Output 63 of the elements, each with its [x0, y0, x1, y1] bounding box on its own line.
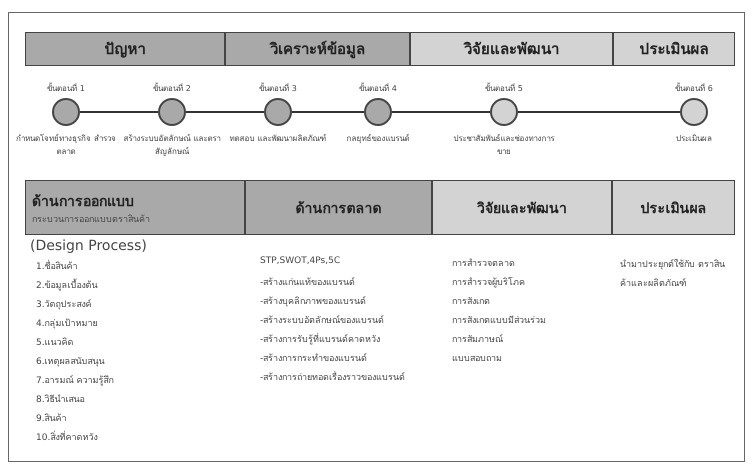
header-title: ด้านการตลาด	[296, 200, 382, 218]
header-title: ปัญหา	[104, 39, 146, 60]
header-subtitle: กระบวนการออกแบบตราสินค้า	[32, 214, 150, 226]
step-circle	[158, 98, 186, 126]
list-item: -สร้างระบบอัตลักษณ์ของแบรนด์	[260, 314, 384, 327]
list-item: 4.กลุ่มเป้าหมาย	[36, 318, 98, 330]
list-item: 6.เหตุผลสนับสนุน	[36, 356, 105, 368]
list-item: 7.อารมณ์ ความรู้สึก	[36, 374, 114, 387]
header-title: วิจัยและพัฒนา	[477, 200, 567, 218]
step-label: ขั้นตอนที่ 4	[358, 82, 398, 95]
column-header	[612, 180, 735, 235]
step-circle	[364, 98, 392, 126]
step-description: ประชาสัมพันธ์และช่องทางการขาย	[452, 132, 556, 158]
list-item: แบบสอบถาม	[452, 353, 502, 365]
phase-header	[25, 32, 225, 66]
list-item: -สร้างการกระทำของแบรนด์	[260, 352, 368, 365]
step-label: ขั้นตอนที่ 5	[484, 82, 524, 95]
connector-line	[518, 111, 680, 113]
list-item: การสังเกตแบบมีส่วนร่วม	[452, 314, 546, 327]
header-title: ประเมินผล	[640, 200, 706, 218]
header-title: วิจัยและพัฒนา	[464, 39, 559, 60]
list-item: 1.ชื่อสินค้า	[36, 259, 78, 273]
connector-line	[392, 111, 490, 113]
connector-line	[80, 111, 158, 113]
list-item: 3.วัตถุประสงค์	[36, 298, 92, 311]
step-description: ประเมินผล	[675, 133, 713, 145]
step-label: ขั้นตอนที่ 3	[258, 82, 298, 95]
step-circle	[490, 98, 518, 126]
list-item: 2.ข้อมูลเบื้องต้น	[36, 278, 98, 292]
list-item: -สร้างบุคลิกภาพของแบรนด์	[260, 295, 366, 308]
phase-header	[225, 32, 410, 66]
step-description: กำหนดโจทย์ทางธุรกิจ สำรวจตลาด	[15, 132, 117, 158]
list-item: การสังเกต	[452, 296, 490, 308]
header-title: ประเมินผล	[640, 39, 708, 60]
step-circle	[52, 98, 80, 126]
list-item: การสำรวจผู้บริโภค	[452, 276, 525, 289]
connector-line	[186, 111, 264, 113]
column-header	[432, 180, 612, 235]
step-description: ทดสอบ และพัฒนาผลิตภัณฑ์	[228, 132, 328, 145]
list-item: -สร้างการรับรู้ที่แบรนด์คาดหวัง	[260, 332, 380, 346]
list-item: การสัมภาษณ์	[452, 333, 503, 346]
header-title: ด้านการออกแบบ	[32, 192, 134, 212]
list-item: 5.แนวคิด	[36, 336, 74, 349]
list-item: 9.สินค้า	[36, 412, 67, 425]
list-item: 10.สิ่งที่คาดหวัง	[36, 430, 98, 444]
step-description: สร้างระบบอัตลักษณ์ และตราสัญลักษณ์	[122, 132, 222, 158]
phase-header	[613, 32, 735, 66]
list-item: -สร้างแก่นแท้ของแบรนด์	[260, 276, 356, 289]
list-item: 8.วิธีนำเสนอ	[36, 394, 85, 406]
header-title: วิเคราะห์ข้อมูล	[270, 39, 365, 60]
list-item: STP,SWOT,4Ps,5C	[260, 256, 340, 266]
list-item: การสำรวจตลาด	[452, 258, 515, 270]
step-circle	[264, 98, 292, 126]
column-header	[25, 180, 245, 235]
connector-line	[292, 111, 364, 113]
phase-header	[410, 32, 613, 66]
list-item: นำมาประยุกต์ใช้กับ ตราสินค้าและผลิตภัณฑ์	[620, 258, 725, 291]
step-label: ขั้นตอนที่ 1	[46, 82, 86, 95]
step-circle	[680, 98, 708, 126]
column-header	[245, 180, 432, 235]
step-label: ขั้นตอนที่ 2	[152, 82, 192, 95]
list-item: -สร้างการถ่ายทอดเรื่องราวของแบรนด์	[260, 370, 406, 384]
step-label: ขั้นตอนที่ 6	[674, 82, 714, 95]
